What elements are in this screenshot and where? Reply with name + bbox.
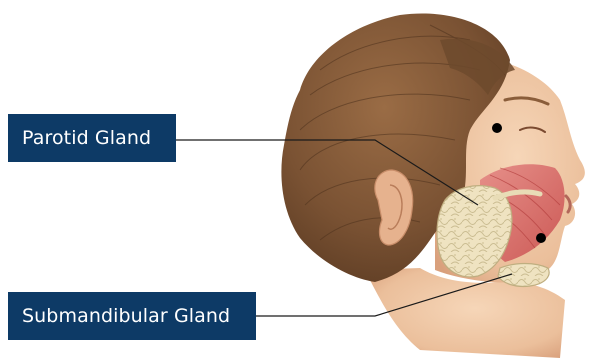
parotid-gland-label-text: Parotid Gland bbox=[22, 127, 151, 149]
landmark-dot-lower bbox=[536, 233, 546, 243]
submandibular-gland-label: Submandibular Gland bbox=[8, 292, 256, 340]
submandibular-gland bbox=[498, 264, 549, 287]
parotid-gland-label: Parotid Gland bbox=[8, 114, 176, 162]
landmark-dot-upper bbox=[492, 123, 502, 133]
submandibular-gland-label-text: Submandibular Gland bbox=[22, 305, 230, 327]
